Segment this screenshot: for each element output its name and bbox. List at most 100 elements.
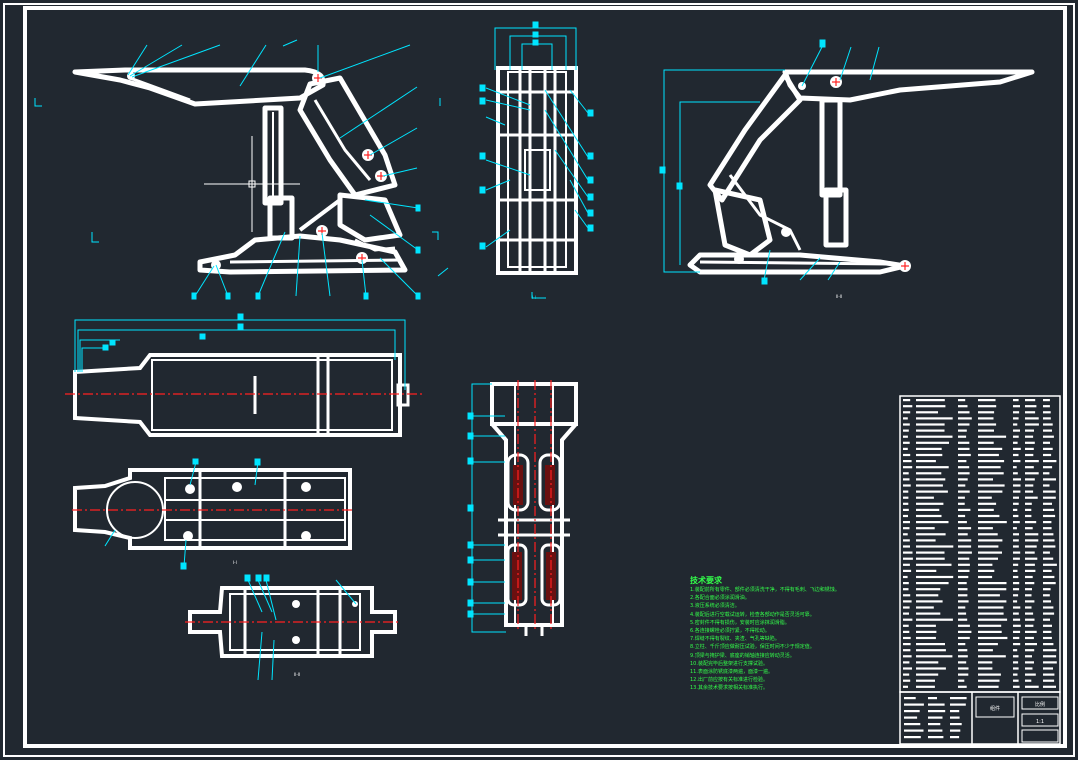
parts-list-cell-mark xyxy=(1043,575,1055,579)
parts-list-cell-mark xyxy=(916,399,945,402)
parts-list-cell-mark xyxy=(978,618,1008,621)
parts-list-cell-mark xyxy=(1043,600,1051,603)
parts-list-cell-mark xyxy=(1013,484,1021,487)
parts-list-cell-mark xyxy=(1043,453,1052,457)
parts-list-cell-mark xyxy=(958,453,971,457)
parts-list-cell-mark xyxy=(958,496,965,499)
parts-list-cell-mark xyxy=(978,624,1002,627)
parts-list-cell-mark xyxy=(903,472,909,475)
parts-list-cell-mark xyxy=(1013,545,1019,548)
parts-list-cell-mark xyxy=(1043,636,1052,640)
parts-list-cell-mark xyxy=(978,417,994,420)
parts-list-cell-mark xyxy=(978,569,995,572)
parts-list-cell-mark xyxy=(958,606,966,609)
parts-list-cell-mark xyxy=(1043,399,1050,402)
parts-list-cell-mark xyxy=(1043,539,1055,542)
parts-list-cell-mark xyxy=(1043,551,1050,554)
bottom-view-leaders xyxy=(244,574,357,681)
parts-list-cell-mark xyxy=(1025,435,1034,438)
parts-list-cell-mark xyxy=(916,453,943,457)
parts-list-cell-mark xyxy=(978,649,993,652)
parts-list-cell-mark xyxy=(1013,551,1021,554)
parts-list-cell-mark xyxy=(903,423,910,426)
parts-list-cell-mark xyxy=(958,484,966,487)
parts-list-cell-mark xyxy=(916,405,946,408)
parts-list-cell-mark xyxy=(903,478,910,481)
parts-list-cell-mark xyxy=(958,447,970,450)
parts-list-cell-mark xyxy=(916,539,936,542)
parts-list-cell-mark xyxy=(958,612,967,615)
parts-list-cell-mark xyxy=(916,582,949,585)
parts-list-cell-mark xyxy=(958,563,970,566)
technical-requirements: 技术要求 1.装配前所有零件、部件必须清洗干净，不得有毛刺、飞边和锈蚀。 2.各… xyxy=(690,576,905,693)
front-view-pins xyxy=(127,72,387,270)
parts-list-cell-mark xyxy=(916,502,944,505)
parts-list-cell-mark xyxy=(1043,643,1054,646)
parts-list-cell-mark xyxy=(1025,582,1035,585)
parts-list-cell-mark xyxy=(903,685,908,688)
parts-list-cell-mark xyxy=(978,484,1005,487)
parts-list-cell-mark xyxy=(1025,563,1035,566)
parts-list-cell-mark xyxy=(916,612,941,615)
parts-list-cell-mark xyxy=(1025,661,1034,664)
parts-list-cell-mark xyxy=(916,521,949,524)
parts-list-cell-mark xyxy=(958,478,968,481)
rear-view-dimensions xyxy=(659,39,880,285)
parts-list-cell-mark xyxy=(1013,411,1020,414)
bottom-view-pins xyxy=(292,600,358,644)
parts-list-cell-mark xyxy=(1013,527,1017,530)
parts-list-cell-mark xyxy=(958,600,969,603)
section-mark-front: I-I xyxy=(532,295,536,300)
parts-list-cell-mark xyxy=(1013,466,1017,469)
parts-list-cell-mark xyxy=(903,618,913,621)
parts-list-cell-mark xyxy=(978,539,1003,542)
title-block-cell-mark xyxy=(950,703,966,706)
side-view-dimensions xyxy=(479,21,594,299)
tech-note-line: 2.各配合面必须涂润滑油。 xyxy=(690,595,750,602)
parts-list-cell-mark xyxy=(958,545,972,548)
vertical-section-dimensions xyxy=(467,383,506,633)
parts-list-cell-mark xyxy=(1043,405,1050,408)
cad-crosshair-cursor[interactable] xyxy=(204,136,300,232)
title-block-cell-mark xyxy=(928,716,943,719)
parts-list-cell-mark xyxy=(916,594,939,597)
parts-list-cell-mark xyxy=(1043,618,1050,621)
title-block-cell-mark xyxy=(950,710,960,713)
parts-list-cell-mark xyxy=(978,472,1004,475)
parts-list-cell-mark xyxy=(978,514,1000,518)
parts-list-cell-mark xyxy=(903,563,910,566)
parts-list-cell-mark xyxy=(903,429,909,432)
parts-list-cell-mark xyxy=(916,496,934,499)
parts-list-cell-mark xyxy=(978,405,997,408)
title-block-cell-mark xyxy=(928,703,945,706)
parts-list-cell-mark xyxy=(1013,569,1018,572)
parts-list-cell-mark xyxy=(1043,441,1050,444)
parts-list-cell-mark xyxy=(1013,399,1019,402)
parts-list-cell-mark xyxy=(1013,441,1018,444)
parts-list-cell-mark xyxy=(978,508,994,511)
parts-list-cell-mark xyxy=(978,490,1003,493)
parts-list-cell-mark xyxy=(903,539,910,542)
parts-list-cell-mark xyxy=(903,514,908,518)
tech-note-line: 8.立柱、千斤顶应做耐压试验，保压时间不少于规定值。 xyxy=(690,644,815,651)
parts-list-cell-mark xyxy=(1013,496,1019,499)
rear-view-pins xyxy=(734,76,911,272)
parts-list-cell-mark xyxy=(958,643,966,646)
parts-list-cell-mark xyxy=(1013,685,1020,688)
plan-view xyxy=(73,468,352,550)
parts-list-cell-mark xyxy=(903,490,909,493)
parts-list-cell-mark xyxy=(1025,496,1038,499)
title-block-cell-mark xyxy=(950,723,962,726)
parts-list-cell-mark xyxy=(958,423,970,426)
parts-list-cell-mark xyxy=(916,661,939,664)
parts-list-cell-mark xyxy=(916,575,954,579)
parts-list-cell-mark xyxy=(1013,502,1019,505)
parts-list-cell-mark xyxy=(1013,417,1019,420)
parts-list-cell-mark xyxy=(1013,594,1019,597)
parts-list-cell-mark xyxy=(1025,453,1034,457)
parts-list-cell-mark xyxy=(916,606,934,609)
parts-list-cell-mark xyxy=(1025,667,1033,670)
parts-list-cell-mark xyxy=(1013,533,1019,536)
tech-note-line: 9.顶梁与掩护梁、底座的销轴连接应转动灵活。 xyxy=(690,652,795,659)
